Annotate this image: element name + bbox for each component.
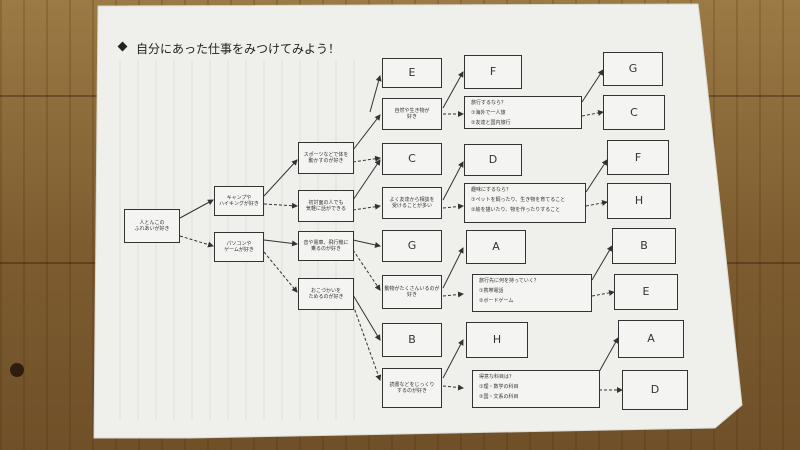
result-box: D [622, 370, 688, 410]
q-box-vehicles: 音や電車、飛行機に 乗るのが好き [298, 231, 354, 261]
option-text: ①理・数学の科目 [479, 384, 519, 390]
result-box: D [464, 144, 522, 176]
q-box-camping: キャンプや ハイキングが好き [214, 186, 264, 216]
wood-knot-hole [10, 363, 24, 377]
result-box: C [603, 95, 665, 130]
question-text: 得意な科目は？ [479, 374, 515, 380]
option-text: ①ペットを飼ったり、生き物を育てること [471, 197, 566, 203]
result-box: G [603, 52, 663, 86]
result-box: A [618, 320, 684, 358]
result-box: E [614, 274, 678, 310]
q-box-pc-games: パソコンや ゲームが好き [214, 232, 264, 262]
q-box-sports: スポーツなどで体を 動かすのが好き [298, 142, 354, 174]
q-box-animals: 動物がたくさんいるのが 好き [382, 275, 442, 309]
start-box: 人とんこの ふれあいが好き [124, 209, 180, 243]
q-box-trip-item: 旅行先に何を持っていく？ ①携帯電話 ②ボードゲーム [472, 274, 592, 312]
option-text: ②絵を描いたり、物を作ったりすること [471, 207, 561, 213]
page-title: 自分にあった仕事をみつけてみよう！ [136, 42, 341, 56]
question-text: 旅行先に何を持っていく？ [479, 278, 539, 284]
question-text: 趣味にするなら？ [471, 187, 512, 193]
option-text: ②国・文系の科目 [479, 394, 519, 400]
option-text: ②友達と国内旅行 [471, 120, 511, 126]
result-box: F [464, 55, 522, 89]
question-text: 旅行するなら？ [471, 100, 507, 106]
result-box: H [466, 322, 528, 358]
q-box-travel: 旅行するなら？ ①海外で一人旅 ②友達と国内旅行 [464, 96, 582, 129]
result-box: B [612, 228, 676, 264]
q-box-reading: 読書などをじっくり するのが好き [382, 368, 442, 408]
result-box: B [382, 323, 442, 357]
q-box-subject: 得意な科目は？ ①理・数学の科目 ②国・文系の科目 [472, 370, 600, 408]
q-box-savings: おこづかいを ためるのが好き [298, 278, 354, 310]
result-box: C [382, 143, 442, 175]
q-box-talk: 初対面の人でも 気軽に話ができる [298, 190, 354, 222]
result-box: F [607, 140, 669, 175]
q-box-advice: よく友達から相談を 受けることが多い [382, 187, 442, 219]
result-box: H [607, 183, 671, 219]
result-box: E [382, 58, 442, 88]
result-box: A [466, 230, 526, 264]
q-box-hobby: 趣味にするなら？ ①ペットを飼ったり、生き物を育てること ②絵を描いたり、物を作… [464, 183, 586, 223]
option-text: ①海外で一人旅 [471, 110, 506, 116]
option-text: ①携帯電話 [479, 288, 504, 294]
q-box-nature: 自然や生き物が 好き [382, 98, 442, 130]
result-box: G [382, 230, 442, 262]
option-text: ②ボードゲーム [479, 298, 514, 304]
